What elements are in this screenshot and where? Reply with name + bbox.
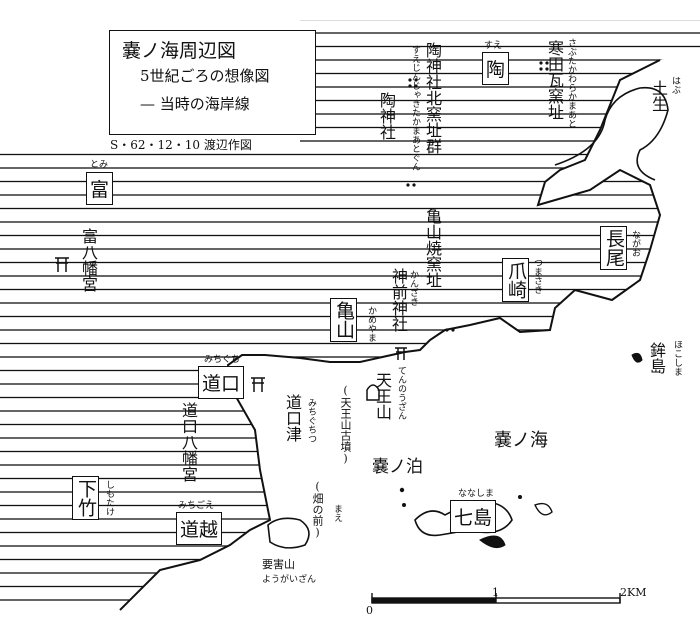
credit: S・62・12・10 渡辺作図 [110,138,252,152]
urusan-label: 要害山 [262,558,295,571]
shimotake-label: 下竹 [72,476,99,520]
hoko-island-reading: ほこしま [672,340,682,376]
shimotake-reading: しもたけ [104,480,114,516]
michiguchi-tsu-reading: みちぐちつ [306,398,316,443]
hoko-island-label: 鉾島 [647,342,666,374]
tsumasaki-reading: つまさき [532,258,542,294]
kanzaki-shrine-label: 神前神社 [389,268,408,332]
sue-shrine-kiln-reading: すえじんじゃきたかまあとぐん [410,45,420,171]
nanashima-island [414,500,513,537]
small-island-2 [534,502,553,516]
hata-no-mae-label: (畑の前) [311,480,324,539]
kameyama-kiln-label: 亀山焼窯址 [423,208,442,288]
torii-icon [55,257,407,401]
michiguchi-reading: みちぐち [204,355,241,365]
rock-dot [518,495,522,499]
hata-no-mae-reading: まえ [332,504,342,522]
tomi-hachimangu-label: 富八幡宮 [79,228,98,292]
sue-label: 陶 [482,52,510,85]
scale-mark-1: 1 [492,586,499,599]
urusan-reading: ようがいざん [262,575,317,585]
habu-reading: はぶ [670,76,680,94]
fukuro-no-umi-label: 嚢ノ海 [494,430,548,451]
sue-reading: すえ [484,41,503,51]
michiguchi-tsu-label: 道口津 [283,394,302,442]
coastline-key: — 当時の海岸線 [140,95,250,113]
tomi-reading: とみ [90,160,109,170]
coastline [119,59,662,611]
kanzaki-reading: かんざき [408,270,418,306]
scale-mark-0: 0 [366,604,373,617]
small-island-1 [479,535,506,549]
tennosan-reading: てんのうざん [396,366,406,420]
tennosan-label: 天王山 [373,372,392,420]
sue-shrine-label: 陶神社 [377,92,396,140]
map-title: 嚢ノ海周辺図 [122,40,237,62]
nanashima-reading: ななしま [458,489,495,499]
rock-dot [399,487,405,493]
sue-shrine-kiln-label: 陶神社北窯址群 [423,42,442,154]
bay-shore [554,86,669,181]
map-subtitle: 5世紀ごろの想像図 [140,67,270,85]
nagao-reading: ながお [630,230,640,257]
sanbuta-kiln-reading: さぶたかわらかまあと [566,38,576,128]
hoko-island [631,352,643,363]
michigoe-label: 道越 [176,512,223,545]
kameyama-reading: かめやま [366,306,376,342]
tomi-label: 富 [86,172,114,205]
urusan-hill [267,517,310,549]
nanashima-label: 七島 [450,500,497,533]
michigoe-reading: みちごえ [178,501,215,511]
michiguchi-hachimangu-label: 道口八幡宮 [179,402,198,482]
fukuro-no-tomari-label: 嚢ノ泊 [372,457,423,477]
habu-label: 土生 [649,80,668,112]
kameyama-label: 亀山 [330,298,357,342]
legend-box: 嚢ノ海周辺図 5世紀ごろの想像図 — 当時の海岸線 [109,30,316,135]
tsumasaki-label: 爪崎 [502,258,529,302]
nagao-label: 長尾 [600,226,627,270]
sanbuta-kiln-label: 寒田瓦窯址 [545,40,564,120]
michiguchi-label: 道口 [198,366,245,399]
kiln-dots-icon [406,61,549,332]
scale-bar [371,593,621,604]
rock-dot [402,503,406,507]
tennosan-kofun-label: (天王山古墳) [339,384,352,465]
scale-mark-2km: 2KM [620,586,647,599]
